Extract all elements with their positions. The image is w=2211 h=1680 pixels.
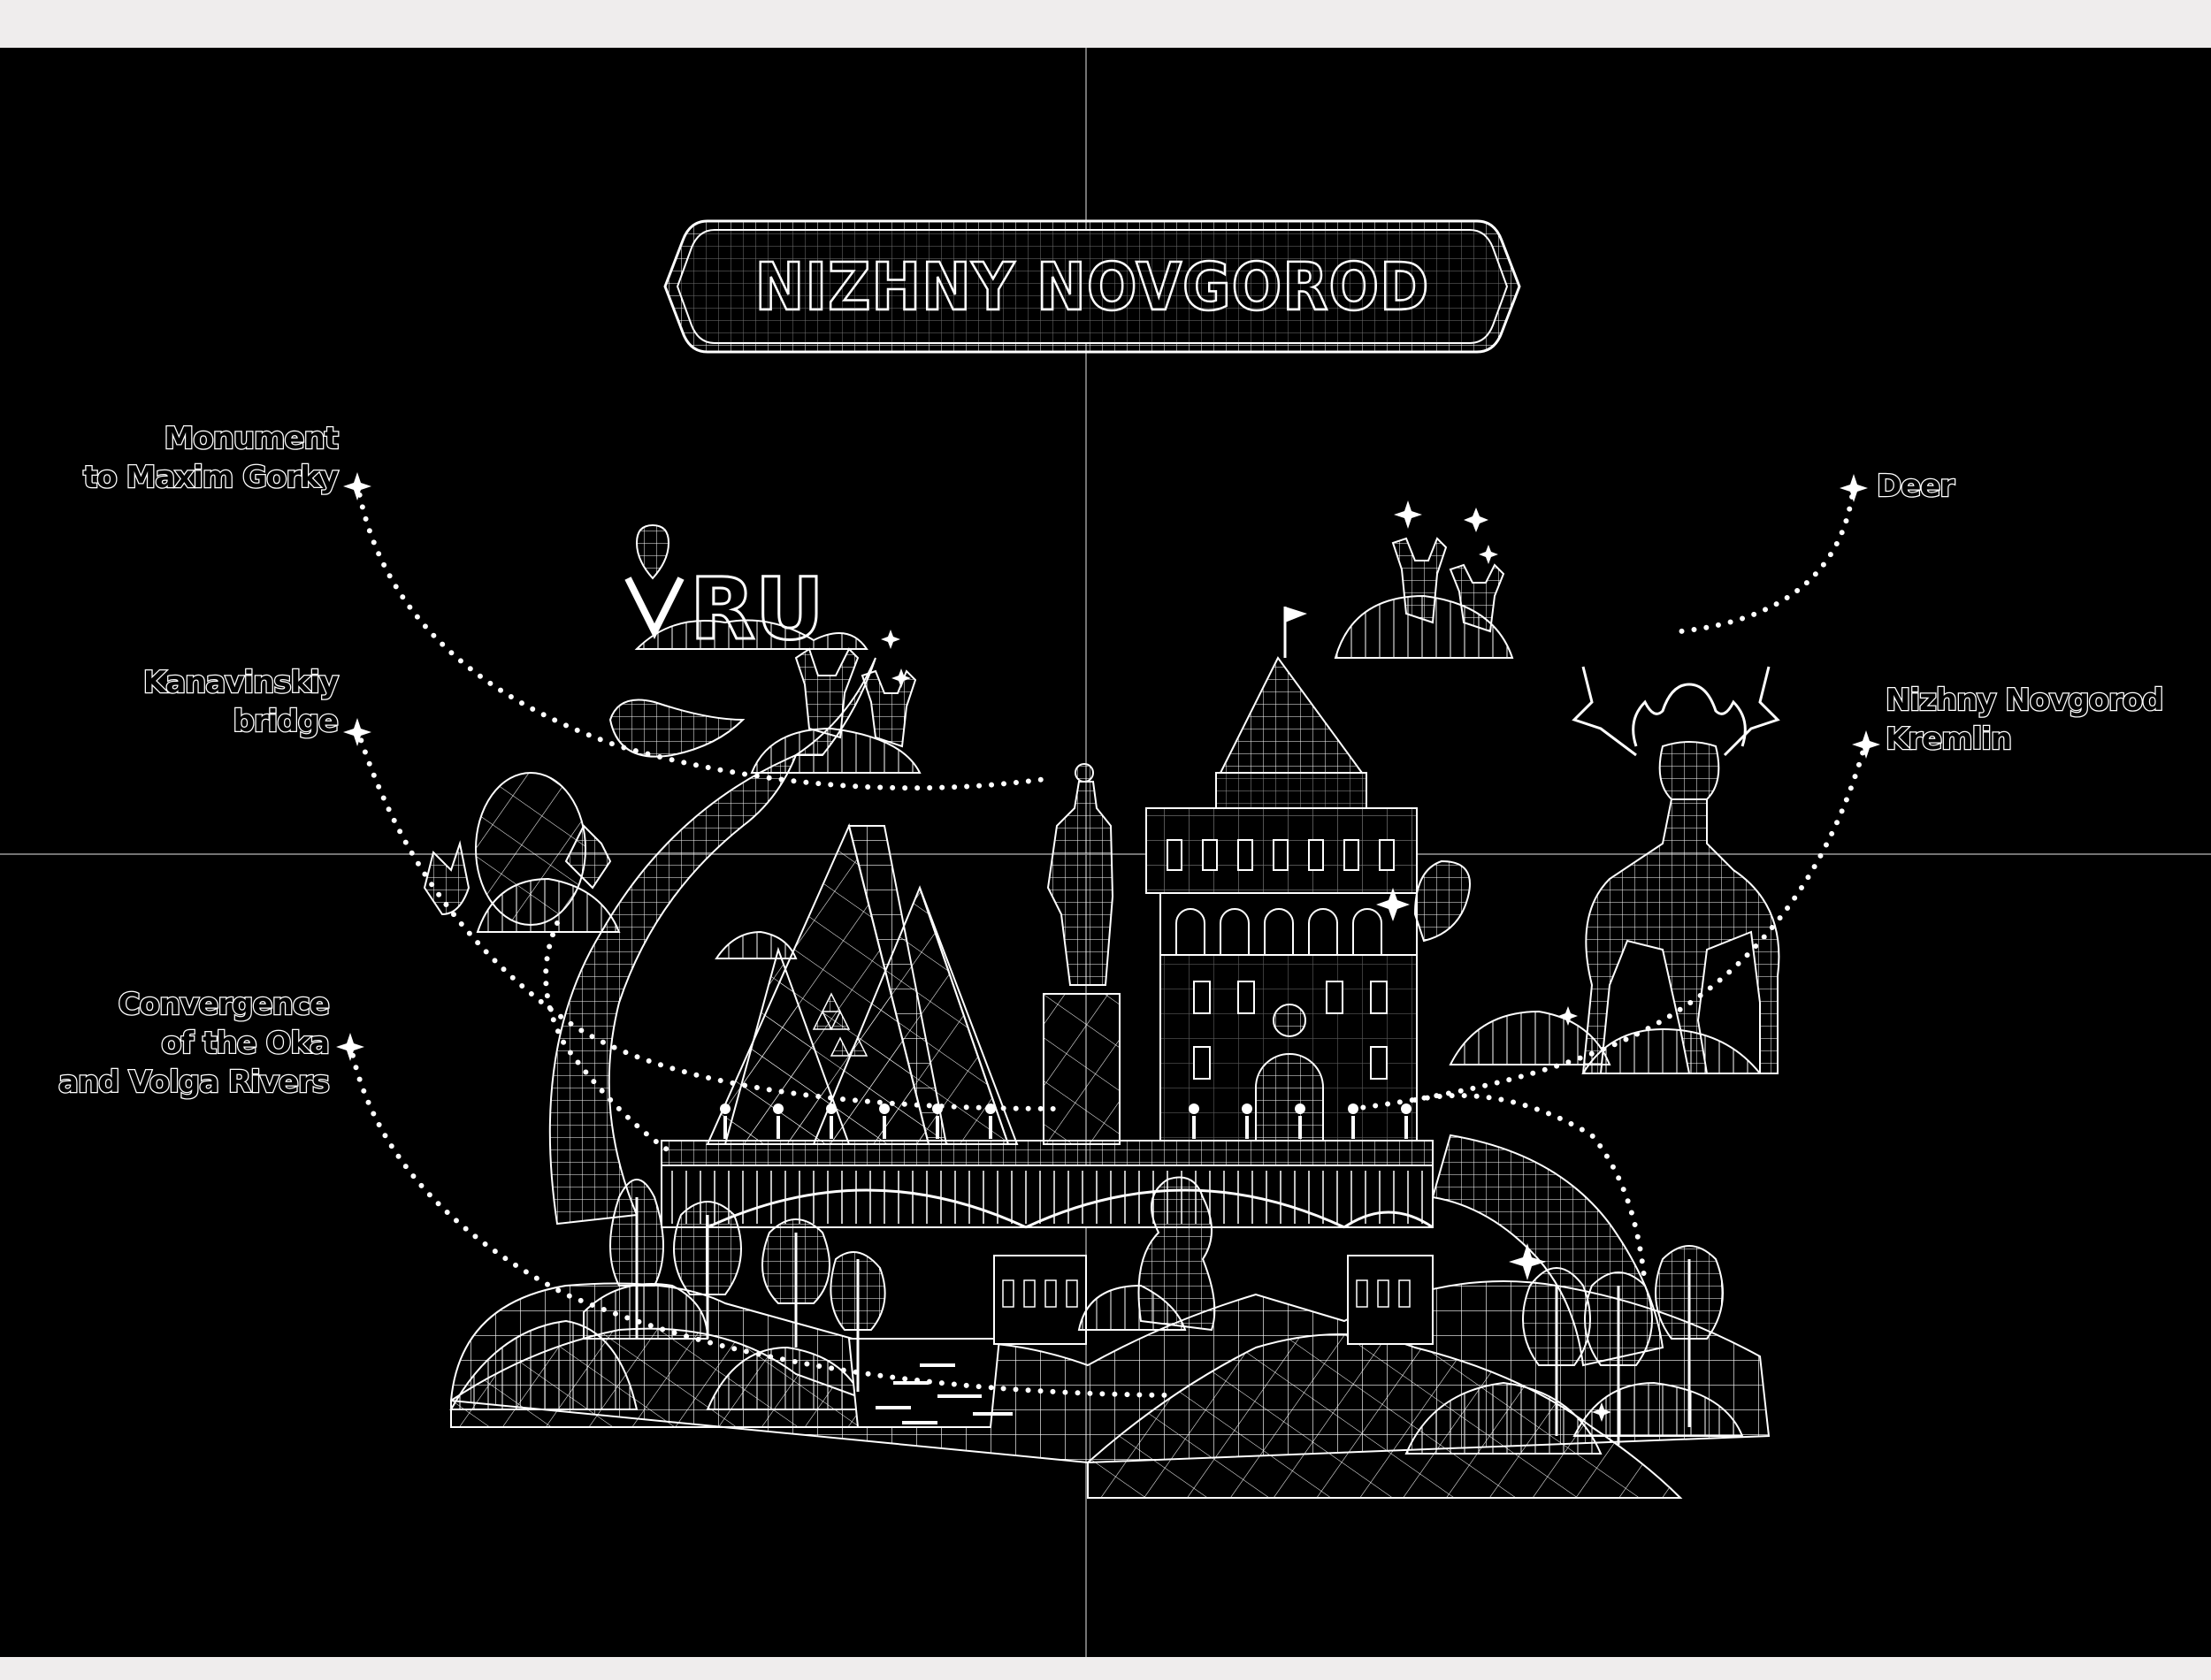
ru-sign: RU xyxy=(624,523,868,661)
label-kremlin: Nizhny Novgorod Kremlin xyxy=(1885,682,2165,759)
label-convergence: Convergence of the Oka and Volga Rivers xyxy=(57,986,331,1102)
trees-right xyxy=(1522,1245,1724,1445)
leader-kremlin xyxy=(1350,738,1869,1111)
sparkles xyxy=(881,500,1611,1422)
label-gorky: Monument to Maxim Gorky xyxy=(82,420,340,497)
gorky-monument xyxy=(1043,763,1121,1145)
title-text: NIZHNY NOVGOROD xyxy=(755,249,1430,325)
matryoshka-doll xyxy=(1077,1176,1216,1332)
pyramids xyxy=(706,822,1019,1145)
river xyxy=(847,1338,1013,1428)
hand-figures-left xyxy=(750,647,922,774)
leader-gorky xyxy=(355,480,1055,791)
illustration-canvas: RU xyxy=(0,48,2211,1657)
leader-lines xyxy=(348,480,1869,1398)
label-kanavinskiy: Kanavinskiy bridge xyxy=(142,664,340,741)
deer-figure xyxy=(1449,666,1780,1074)
small-mound-left xyxy=(715,930,798,959)
ribbon-right xyxy=(1413,859,1471,943)
hand-figures-top-right xyxy=(1334,537,1514,659)
tear-shape xyxy=(608,699,746,758)
kremlin-tower xyxy=(1145,607,1418,1142)
faberge-egg xyxy=(423,772,621,933)
ground-hills xyxy=(449,1280,1771,1499)
wireframe-illustration: RU xyxy=(0,48,2211,1657)
kanavinskiy-bridge xyxy=(661,1103,1434,1345)
label-deer: Deer xyxy=(1876,468,1956,506)
leader-anchors xyxy=(336,472,1880,1061)
leader-deer xyxy=(1678,482,1856,634)
title-plaque xyxy=(663,219,1521,354)
trees-left xyxy=(583,1179,886,1392)
leader-convergence xyxy=(348,1041,1174,1398)
